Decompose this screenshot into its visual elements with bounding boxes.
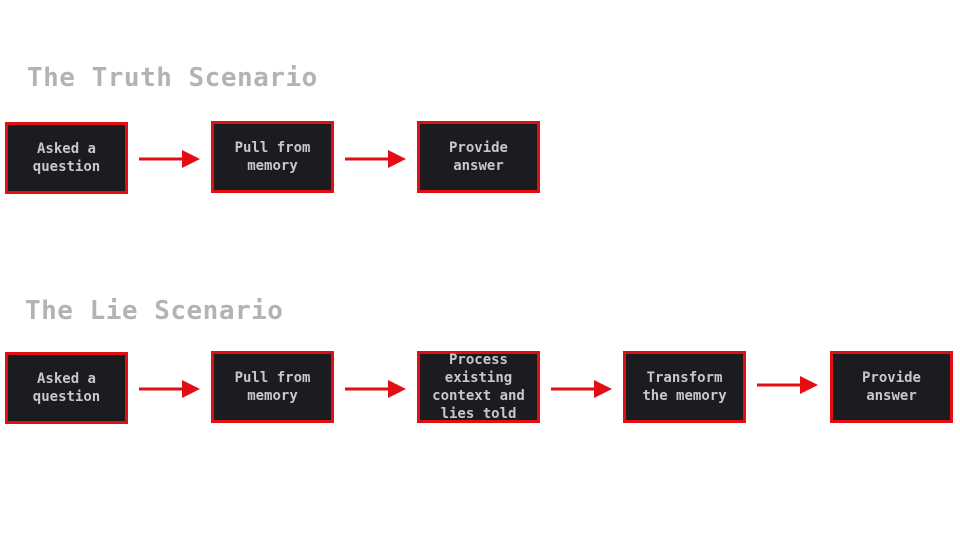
lie-step-asked-question: Asked a question	[5, 352, 128, 424]
lie-step-process-context: Process existing context and lies told	[417, 351, 540, 423]
truth-step-label: Provide answer	[448, 140, 508, 174]
truth-step-asked-question: Asked a question	[5, 122, 128, 194]
lie-scenario-title: The Lie Scenario	[25, 296, 284, 326]
truth-step-label: Pull from memory	[234, 140, 311, 174]
truth-step-pull-from-memory: Pull from memory	[211, 121, 334, 193]
lie-step-label: Transform the memory	[642, 370, 727, 404]
truth-scenario-title: The Truth Scenario	[27, 63, 318, 93]
lie-step-label: Asked a question	[32, 371, 101, 405]
lie-step-label: Process existing context and lies told	[432, 352, 525, 422]
lie-step-provide-answer: Provide answer	[830, 351, 953, 423]
lie-step-transform-memory: Transform the memory	[623, 351, 746, 423]
truth-step-label: Asked a question	[32, 141, 101, 175]
lie-step-label: Pull from memory	[234, 370, 311, 404]
truth-step-provide-answer: Provide answer	[417, 121, 540, 193]
lie-step-label: Provide answer	[861, 370, 921, 404]
lie-step-pull-from-memory: Pull from memory	[211, 351, 334, 423]
